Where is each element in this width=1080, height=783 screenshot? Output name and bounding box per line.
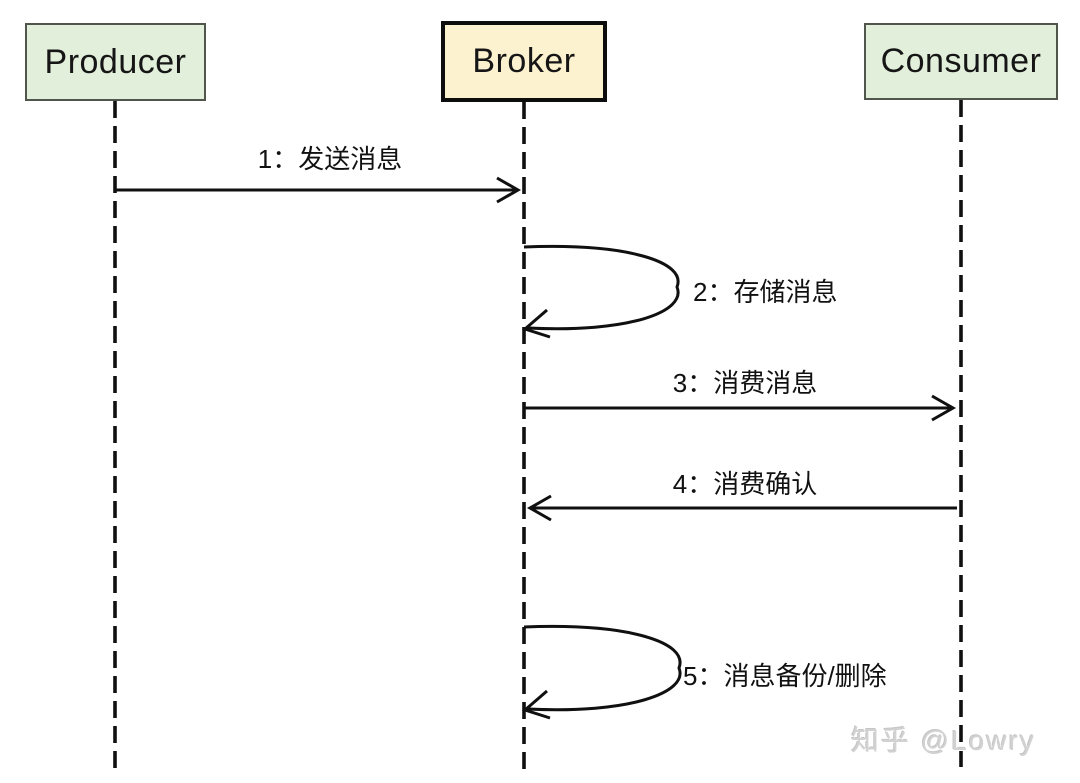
message-4-arrowhead-icon [526, 494, 552, 522]
message-5-arrowhead-icon [521, 689, 551, 720]
message-1-arrow [116, 176, 522, 204]
actor-label-consumer: Consumer [880, 42, 1042, 80]
message-label-5: 5：消息备份/删除 [683, 661, 887, 691]
message-label-2: 2：存储消息 [693, 277, 838, 307]
actor-label-producer: Producer [44, 42, 187, 81]
message-label-1: 1：发送消息 [257, 144, 403, 174]
message-5-self-loop [521, 624, 682, 720]
message-2-self-loop [521, 244, 680, 339]
message-3-arrow [524, 394, 957, 422]
message-2-arrowhead-icon [521, 308, 551, 339]
message-4-arrow [526, 494, 957, 522]
actor-label-broker: Broker [472, 42, 576, 80]
actor-box-producer: Producer [25, 23, 206, 101]
actor-box-broker: Broker [441, 21, 607, 102]
message-5-loop-path [523, 624, 682, 712]
message-label-4: 4：消费确认 [672, 469, 818, 499]
actor-box-consumer: Consumer [864, 23, 1058, 100]
message-2-loop-path [523, 244, 680, 331]
watermark-zhihu: 知乎 @Lowry [851, 725, 1036, 756]
message-label-3: 3：消费消息 [672, 368, 818, 398]
message-1-arrowhead-icon [496, 176, 522, 204]
message-3-arrowhead-icon [931, 394, 957, 422]
